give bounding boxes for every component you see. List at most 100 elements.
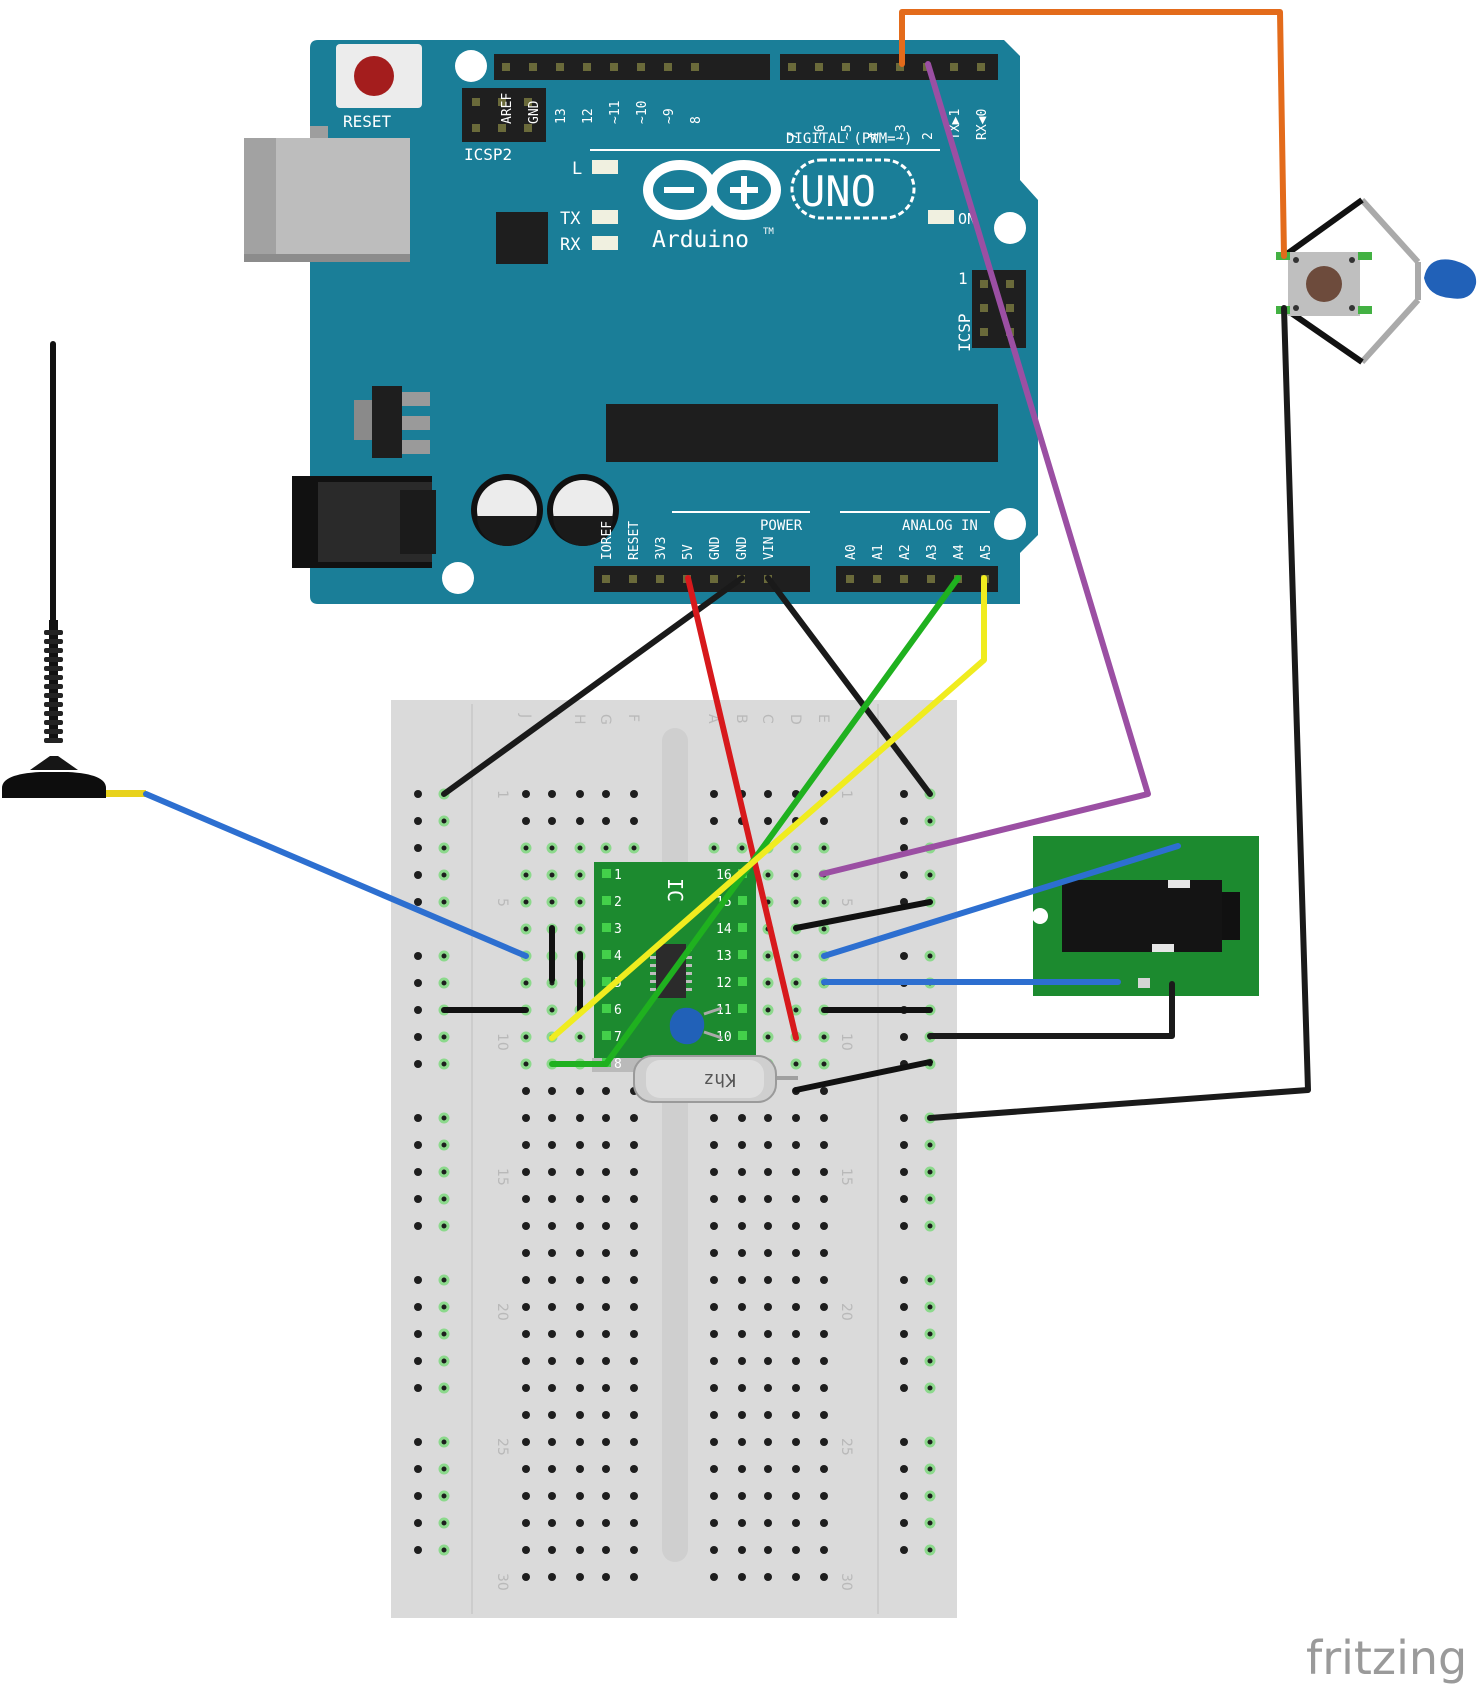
breadboard-hole[interactable] <box>738 1573 746 1581</box>
breadboard-rail-hole[interactable] <box>414 1519 422 1527</box>
breadboard-hole[interactable] <box>522 1438 530 1446</box>
breadboard-rail-hole[interactable] <box>414 979 422 987</box>
breadboard-rail-hole[interactable] <box>438 1544 450 1556</box>
breadboard-hole[interactable] <box>790 977 802 989</box>
breadboard-hole[interactable] <box>792 1195 800 1203</box>
breadboard-rail-hole[interactable] <box>438 1031 450 1043</box>
breadboard-rail-hole[interactable] <box>414 844 422 852</box>
breadboard-hole[interactable] <box>710 1141 718 1149</box>
breadboard-hole[interactable] <box>710 1384 718 1392</box>
breadboard-rail-hole[interactable] <box>414 1330 422 1338</box>
breadboard-hole[interactable] <box>602 1519 610 1527</box>
breadboard-rail-hole[interactable] <box>414 1060 422 1068</box>
breadboard-hole[interactable] <box>548 1276 556 1284</box>
breadboard-hole[interactable] <box>630 1384 638 1392</box>
digital-pin[interactable] <box>664 63 672 71</box>
breadboard-hole[interactable] <box>792 1357 800 1365</box>
breadboard-hole[interactable] <box>520 923 532 935</box>
breadboard-hole[interactable] <box>574 923 586 935</box>
breadboard-rail-hole[interactable] <box>414 1492 422 1500</box>
breadboard-rail-hole[interactable] <box>438 1112 450 1124</box>
breadboard-hole[interactable] <box>820 1519 828 1527</box>
breadboard-rail-hole[interactable] <box>438 950 450 962</box>
breadboard-hole[interactable] <box>522 790 530 798</box>
breadboard-hole[interactable] <box>574 842 586 854</box>
breadboard-hole[interactable] <box>738 1492 746 1500</box>
digital-pin[interactable] <box>896 63 904 71</box>
breadboard-hole[interactable] <box>548 1465 556 1473</box>
reset-button[interactable] <box>336 44 422 108</box>
breadboard-hole[interactable] <box>548 1330 556 1338</box>
breadboard-hole[interactable] <box>546 1004 558 1016</box>
breadboard-hole[interactable] <box>710 1249 718 1257</box>
breadboard-hole[interactable] <box>574 1031 586 1043</box>
breadboard-rail-hole[interactable] <box>414 1114 422 1122</box>
breadboard-hole[interactable] <box>520 842 532 854</box>
breadboard-hole[interactable] <box>710 1114 718 1122</box>
breadboard-rail-hole[interactable] <box>438 1058 450 1070</box>
breadboard-hole[interactable] <box>792 1141 800 1149</box>
breadboard-hole[interactable] <box>548 1087 556 1095</box>
breadboard-hole[interactable] <box>520 869 532 881</box>
breadboard-hole[interactable] <box>576 1411 584 1419</box>
breadboard-hole[interactable] <box>820 1357 828 1365</box>
breadboard-hole[interactable] <box>710 1438 718 1446</box>
breadboard-hole[interactable] <box>738 1222 746 1230</box>
breadboard-hole[interactable] <box>738 1330 746 1338</box>
breadboard-rail-hole[interactable] <box>924 1193 936 1205</box>
power-pin[interactable] <box>710 575 718 583</box>
breadboard-hole[interactable] <box>764 1384 772 1392</box>
breadboard-hole[interactable] <box>630 1573 638 1581</box>
breadboard-hole[interactable] <box>820 1195 828 1203</box>
breadboard-rail-hole[interactable] <box>900 1546 908 1554</box>
breadboard-rail-hole[interactable] <box>438 977 450 989</box>
breadboard-hole[interactable] <box>764 1438 772 1446</box>
breadboard-hole[interactable] <box>738 1465 746 1473</box>
breadboard-rail-hole[interactable] <box>924 1220 936 1232</box>
breadboard-hole[interactable] <box>548 1357 556 1365</box>
breadboard-rail-hole[interactable] <box>414 1006 422 1014</box>
breadboard-hole[interactable] <box>792 1519 800 1527</box>
breadboard-hole[interactable] <box>546 896 558 908</box>
breadboard-rail-hole[interactable] <box>438 1355 450 1367</box>
breadboard-rail-hole[interactable] <box>414 1195 422 1203</box>
breadboard-hole[interactable] <box>792 1222 800 1230</box>
breadboard-hole[interactable] <box>548 1141 556 1149</box>
breadboard-hole[interactable] <box>792 1276 800 1284</box>
breadboard-hole[interactable] <box>710 1330 718 1338</box>
power-pin[interactable] <box>602 575 610 583</box>
breadboard-hole[interactable] <box>764 1168 772 1176</box>
breadboard-hole[interactable] <box>548 1195 556 1203</box>
breadboard-rail-hole[interactable] <box>924 1382 936 1394</box>
breadboard-hole[interactable] <box>738 1141 746 1149</box>
breadboard-hole[interactable] <box>820 1303 828 1311</box>
breadboard-hole[interactable] <box>792 1384 800 1392</box>
breadboard-rail-hole[interactable] <box>900 844 908 852</box>
breadboard-hole[interactable] <box>576 1438 584 1446</box>
breadboard-hole[interactable] <box>762 869 774 881</box>
breadboard-hole[interactable] <box>736 842 748 854</box>
breadboard-hole[interactable] <box>764 1114 772 1122</box>
breadboard-rail-hole[interactable] <box>900 790 908 798</box>
breadboard-hole[interactable] <box>792 1546 800 1554</box>
breadboard-rail-hole[interactable] <box>438 842 450 854</box>
breadboard-hole[interactable] <box>762 1004 774 1016</box>
breadboard-hole[interactable] <box>710 1222 718 1230</box>
breadboard-hole[interactable] <box>522 1087 530 1095</box>
breadboard-hole[interactable] <box>576 1384 584 1392</box>
digital-pin[interactable] <box>950 63 958 71</box>
digital-pin[interactable] <box>815 63 823 71</box>
breadboard-rail-hole[interactable] <box>900 1465 908 1473</box>
breadboard-rail-hole[interactable] <box>414 1357 422 1365</box>
breadboard-hole[interactable] <box>602 817 610 825</box>
breadboard-rail-hole[interactable] <box>900 1492 908 1500</box>
breadboard-rail-hole[interactable] <box>414 1384 422 1392</box>
breadboard-hole[interactable] <box>576 1546 584 1554</box>
breadboard-hole[interactable] <box>764 1492 772 1500</box>
breadboard-rail-hole[interactable] <box>900 1303 908 1311</box>
breadboard-hole[interactable] <box>548 1492 556 1500</box>
breadboard-hole[interactable] <box>764 1303 772 1311</box>
analog-pin[interactable] <box>846 575 854 583</box>
breadboard-rail-hole[interactable] <box>438 1139 450 1151</box>
breadboard-hole[interactable] <box>820 1465 828 1473</box>
